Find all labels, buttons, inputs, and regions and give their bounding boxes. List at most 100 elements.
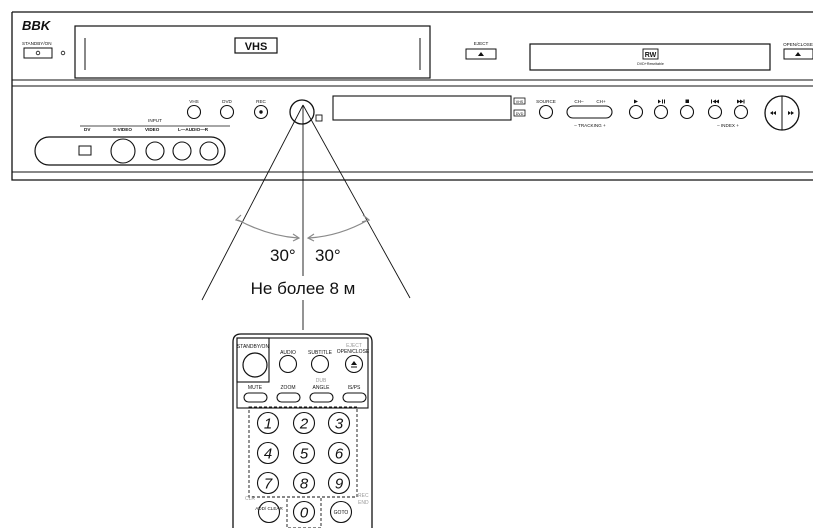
vhs-eject-button[interactable]	[465, 48, 497, 60]
rewind-icon	[770, 111, 776, 115]
vhs-logo: VHS	[245, 41, 268, 53]
source-label: SOURCE	[536, 99, 556, 104]
numpad-label-2: 2	[299, 416, 309, 433]
dvd-tray[interactable]	[529, 43, 771, 71]
prev-icon	[711, 99, 719, 104]
stop-button[interactable]	[679, 104, 695, 120]
dvd-open-close-button[interactable]	[783, 48, 813, 60]
audio-label: L—AUDIO—R	[178, 127, 209, 132]
remote-eject-top-label: EJECT	[346, 343, 362, 349]
remote-zoom-label: ZOOM	[281, 385, 296, 391]
play-icon	[634, 99, 638, 104]
remote-left-faint-label: CLR	[245, 496, 255, 502]
remote-eject-button[interactable]	[344, 354, 364, 374]
fast-forward-icon	[788, 111, 794, 115]
standby-led-icon	[60, 50, 66, 56]
next-index-button[interactable]	[733, 104, 749, 120]
numpad-label-6: 6	[335, 446, 344, 463]
open-close-label: OPEN/CLOSE	[783, 42, 813, 47]
zero-key-frame	[286, 496, 322, 528]
audio-l-jack[interactable]	[172, 141, 192, 161]
standby-button[interactable]	[23, 47, 53, 59]
numpad-key-1[interactable]	[256, 411, 280, 435]
remote-audio-button[interactable]	[278, 354, 298, 374]
remote-goto-button[interactable]	[329, 500, 353, 524]
numpad-label-3: 3	[335, 416, 344, 433]
play-button[interactable]	[628, 104, 644, 120]
remote-standby-button[interactable]	[242, 352, 268, 378]
remote-subtitle-button[interactable]	[310, 354, 330, 374]
numpad-key-2[interactable]	[292, 411, 316, 435]
numpad-key-3[interactable]	[327, 411, 351, 435]
index-label: – INDEX +	[717, 123, 739, 128]
top-section-frame	[236, 337, 369, 409]
numpad-key-6[interactable]	[327, 441, 351, 465]
remote-mute-button[interactable]	[243, 392, 268, 403]
left-arc-arrow-icon	[234, 214, 244, 223]
standby-label: STANDBY/ON	[22, 41, 52, 46]
audio-r-jack[interactable]	[199, 141, 219, 161]
sensor-indicator	[315, 114, 323, 122]
remote-standby-label: STANDBY/ON	[237, 344, 270, 350]
stop-icon	[685, 99, 689, 103]
remote-zoom-button[interactable]	[276, 392, 301, 403]
dvd-rewritable-label: DVD+Rewritable	[637, 62, 664, 66]
source-button[interactable]	[538, 104, 554, 120]
rec-button-label: REC	[256, 99, 266, 104]
eject-label: EJECT	[474, 41, 489, 46]
remote-angle-label: ANGLE	[313, 385, 331, 391]
numpad-key-5[interactable]	[292, 441, 316, 465]
input-jack-panel	[34, 136, 226, 166]
dvd-mode-text: DVD	[516, 112, 524, 116]
rec-dot-icon	[259, 110, 263, 114]
angle-left-bg	[268, 244, 300, 264]
dvd-vcr-player: BBK STANDBY/ON VHS EJECT RW DVD+Rewritab…	[11, 11, 813, 181]
cone-right-edge	[302, 104, 411, 299]
player-body-outline	[11, 11, 813, 181]
remote-isps-button[interactable]	[342, 392, 367, 403]
right-angle-arc	[308, 219, 369, 239]
ch-plus-label: CH+	[596, 99, 606, 104]
ir-sensor-window	[289, 99, 315, 125]
ch-minus-label: CH–	[574, 99, 584, 104]
vhs-cassette-door[interactable]	[74, 25, 431, 79]
numpad-key-8[interactable]	[292, 471, 316, 495]
angle-right-label: 30°	[315, 246, 341, 265]
vhs-button-label: VHS	[189, 99, 198, 104]
remote-angle-button[interactable]	[309, 392, 334, 403]
remote-add-clear-button[interactable]	[257, 500, 281, 524]
angle-right-bg	[313, 244, 345, 264]
play-pause-icon	[658, 99, 665, 104]
s-video-label: S-VIDEO	[113, 127, 132, 132]
remote-right-faint-label-2: END	[358, 500, 369, 506]
distance-label: Не более 8 м	[251, 279, 356, 298]
channel-rocker[interactable]	[566, 105, 613, 119]
angle-left-label: 30°	[270, 246, 296, 265]
remote-audio-label: AUDIO	[280, 350, 296, 356]
numpad-key-7[interactable]	[256, 471, 280, 495]
dv-jack[interactable]	[78, 145, 92, 156]
rw-logo-frame	[642, 48, 659, 60]
numpad-key-4[interactable]	[256, 441, 280, 465]
numpad-label-4: 4	[264, 446, 272, 463]
numpad-key-0[interactable]	[292, 500, 316, 524]
dvd-select-button[interactable]	[219, 104, 235, 120]
video-jack[interactable]	[145, 141, 165, 161]
s-video-jack[interactable]	[110, 138, 136, 164]
numpad-label-5: 5	[300, 446, 309, 463]
remote-eject-icon	[351, 361, 357, 368]
input-label: INPUT	[148, 118, 162, 123]
remote-angle-top-label: DUB	[316, 378, 327, 384]
play-pause-button[interactable]	[653, 104, 669, 120]
numpad-key-9[interactable]	[327, 471, 351, 495]
front-display	[332, 95, 512, 121]
prev-index-button[interactable]	[707, 104, 723, 120]
vhs-select-button[interactable]	[186, 104, 202, 120]
rec-button[interactable]	[253, 104, 269, 120]
remote-isps-label: IS/PS	[348, 385, 361, 391]
remote-goto-label: GOTO	[334, 510, 349, 516]
numpad-label-1: 1	[264, 416, 272, 433]
tracking-label: – TRACKING +	[574, 123, 606, 128]
rw-logo: RW	[645, 52, 657, 59]
left-arc-arrow-end-icon	[292, 233, 301, 242]
